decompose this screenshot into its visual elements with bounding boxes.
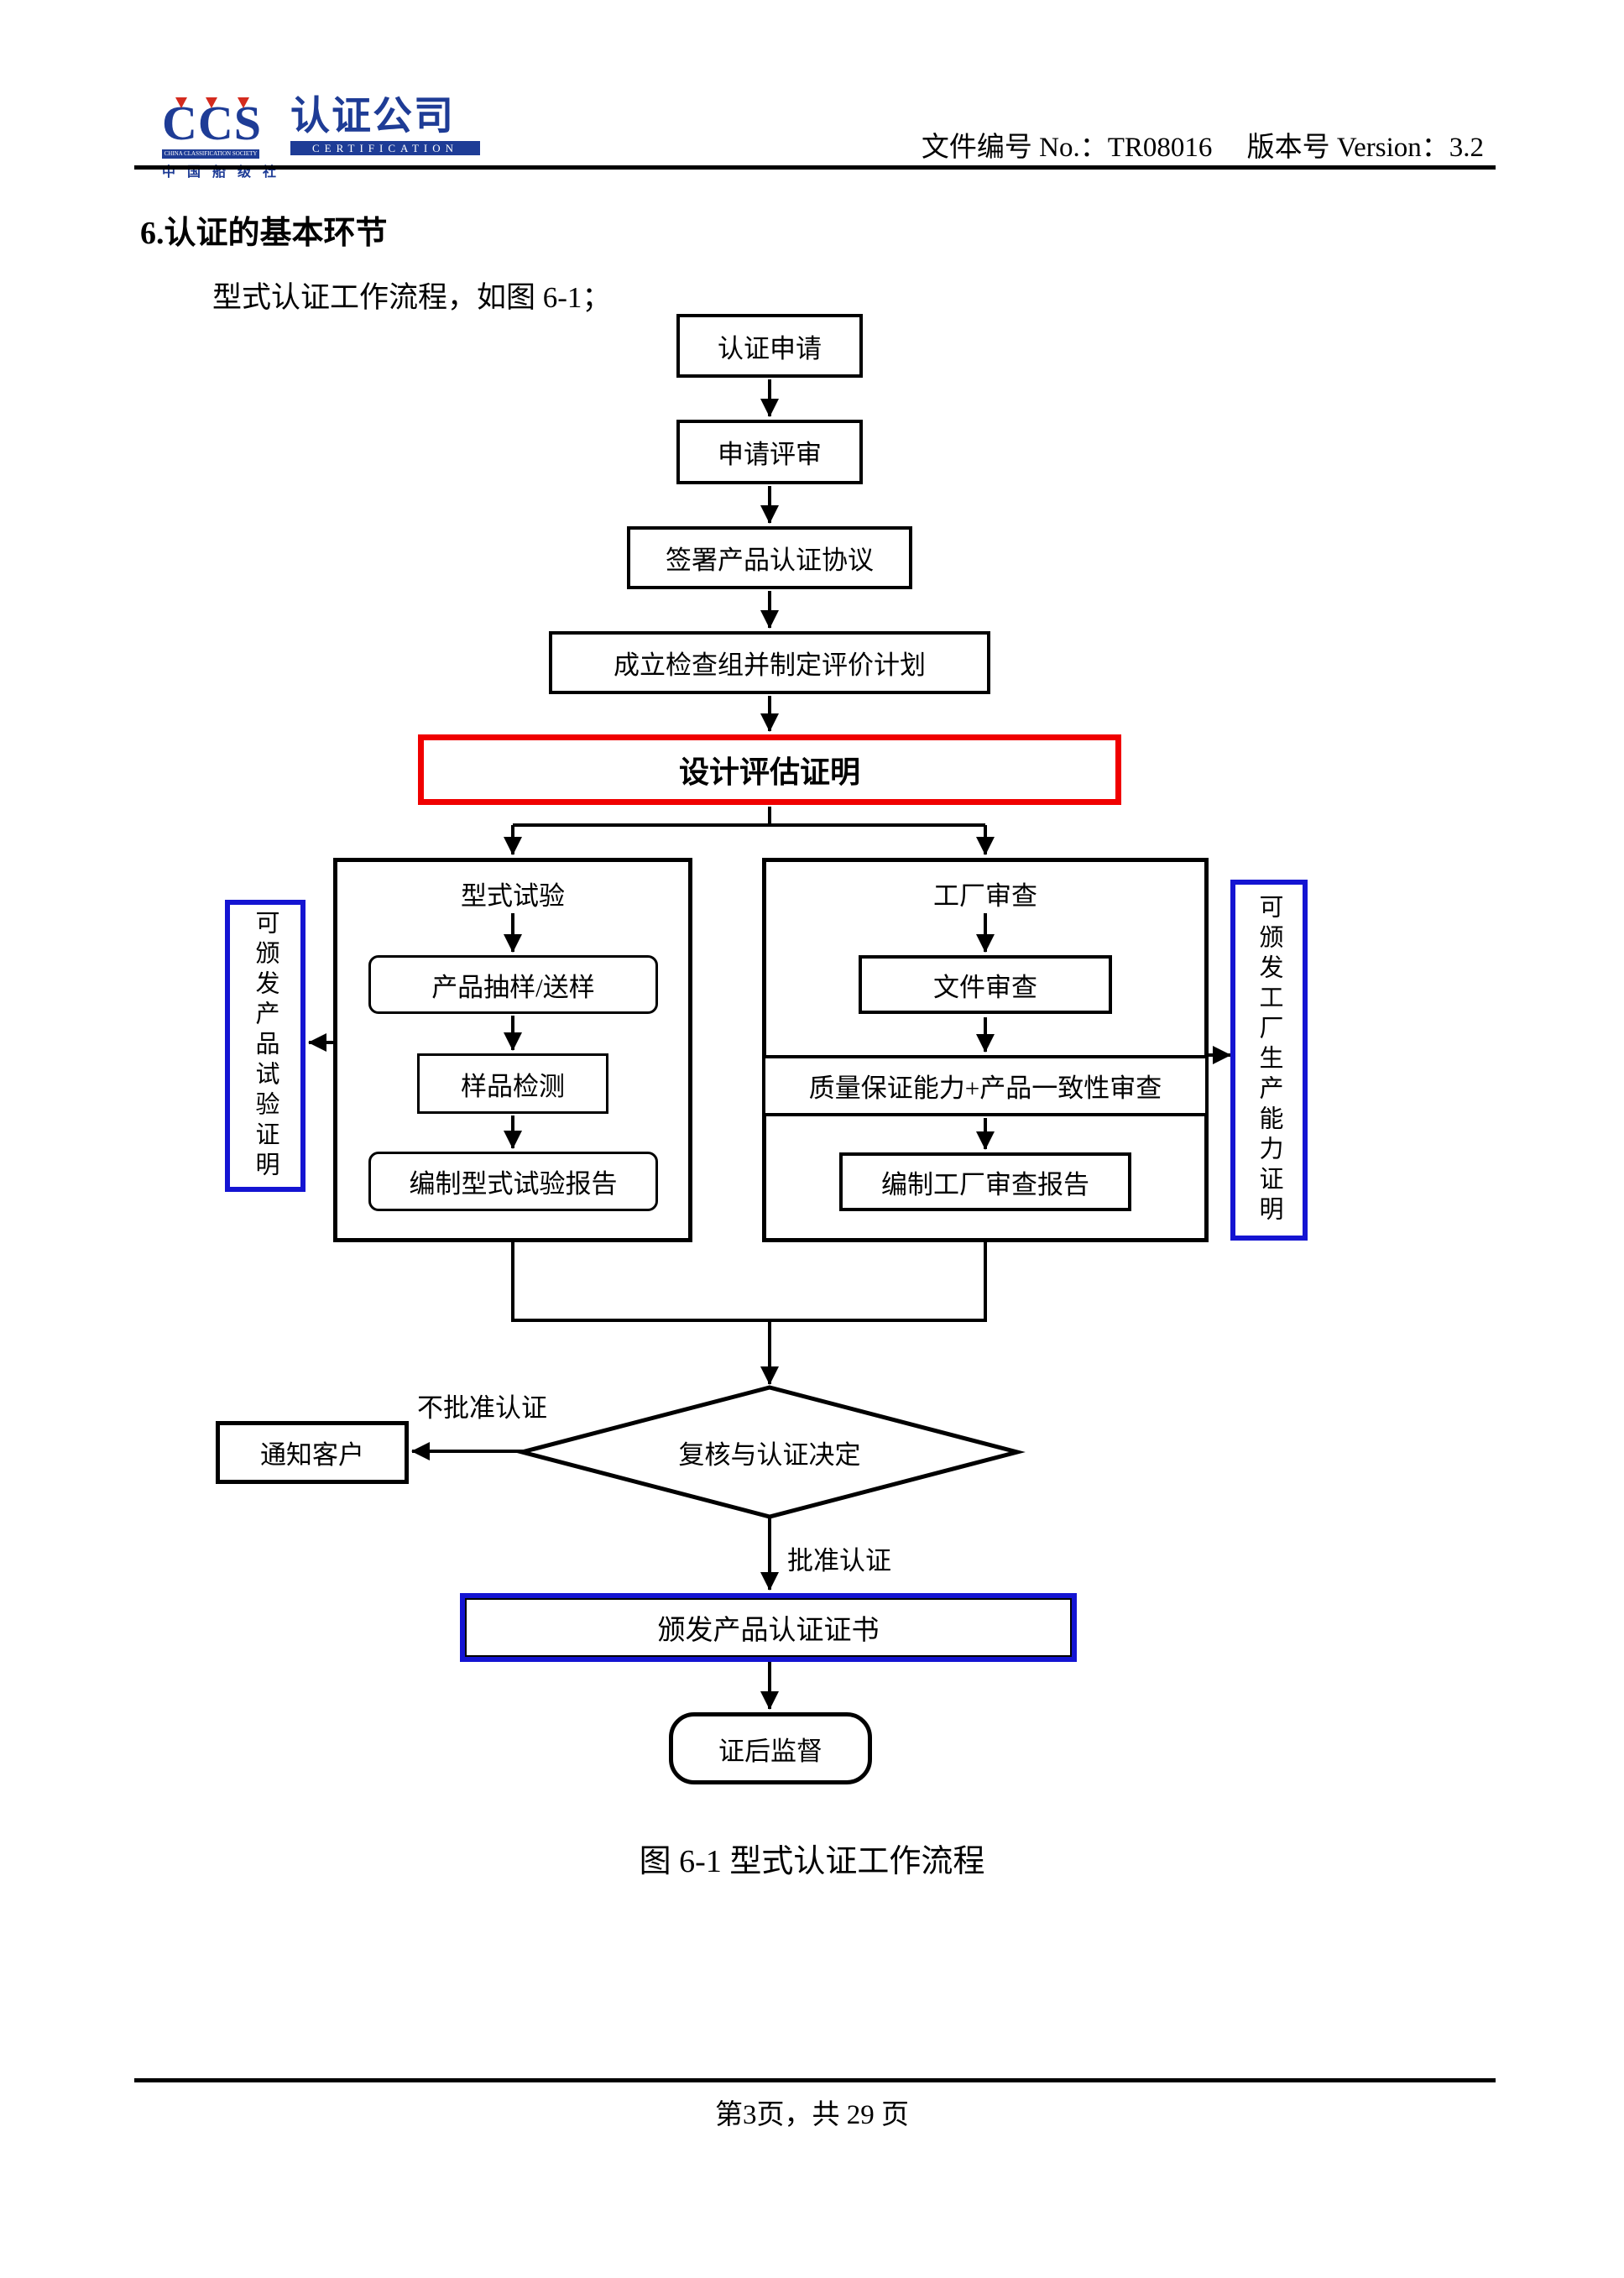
node-post-supervision: 证后监督 — [669, 1712, 872, 1784]
split-line — [513, 807, 985, 827]
node-sign-agreement: 签署产品认证协议 — [627, 526, 912, 589]
factory-audit-title: 工厂审查 — [933, 881, 1037, 911]
merge-line — [511, 1242, 987, 1322]
logo-company-cn: 认证公司 — [290, 95, 456, 138]
node-design-evaluation-certificate: 设计评估证明 — [418, 734, 1121, 805]
node-decision: 复核与认证决定 — [678, 1439, 861, 1470]
node-certification-application: 认证申请 — [676, 314, 863, 378]
intro-text: 型式认证工作流程，如图 6-1； — [212, 281, 612, 314]
node-setup-inspection-team: 成立检查组并制定评价计划 — [549, 631, 990, 694]
node-type-test-report: 编制型式试验报告 — [368, 1152, 658, 1211]
note-factory-capability-certificate: 可颁发工厂生产能力证明 — [1230, 880, 1308, 1241]
node-document-review: 文件审查 — [859, 955, 1112, 1014]
figure-caption: 图 6-1 型式认证工作流程 — [639, 1844, 985, 1879]
node-product-sampling: 产品抽样/送样 — [368, 955, 658, 1014]
page-number: 第3页，共 29 页 — [715, 2100, 909, 2130]
label-reject: 不批准认证 — [417, 1393, 547, 1423]
logo-certification-bar: CERTIFICATION — [290, 141, 481, 155]
issue-certificate-label: 颁发产品认证证书 — [465, 1598, 1072, 1657]
document-number: 文件编号 No.：TR08016 版本号 Version：3.2 — [921, 133, 1484, 163]
logo-red-accent-icon — [238, 97, 249, 108]
section-title: 6.认证的基本环节 — [140, 216, 388, 251]
logo-society-en-bar: CHINA CLASSIFICATION SOCIETY — [162, 149, 259, 159]
node-factory-audit-report: 编制工厂审查报告 — [839, 1152, 1131, 1211]
node-notify-client: 通知客户 — [216, 1421, 409, 1484]
logo-red-accent-icon — [206, 97, 217, 108]
logo-red-accent-icon — [175, 97, 187, 108]
label-approve: 批准认证 — [787, 1546, 891, 1575]
type-test-title: 型式试验 — [461, 881, 565, 911]
footer-rule — [134, 2078, 1496, 2082]
decision-diamond — [514, 1385, 1026, 1519]
node-qa-consistency-review: 质量保证能力+产品一致性审查 — [762, 1055, 1209, 1116]
note-product-test-certificate: 可颁发产品试验证明 — [225, 900, 305, 1192]
node-issue-certificate: 颁发产品认证证书 — [460, 1593, 1077, 1662]
header-rule — [134, 165, 1496, 170]
node-sample-testing: 样品检测 — [417, 1053, 608, 1114]
company-logo: CCS CHINA CLASSIFICATION SOCIETY 中 国 船 级… — [162, 95, 481, 180]
node-application-review: 申请评审 — [676, 420, 863, 484]
